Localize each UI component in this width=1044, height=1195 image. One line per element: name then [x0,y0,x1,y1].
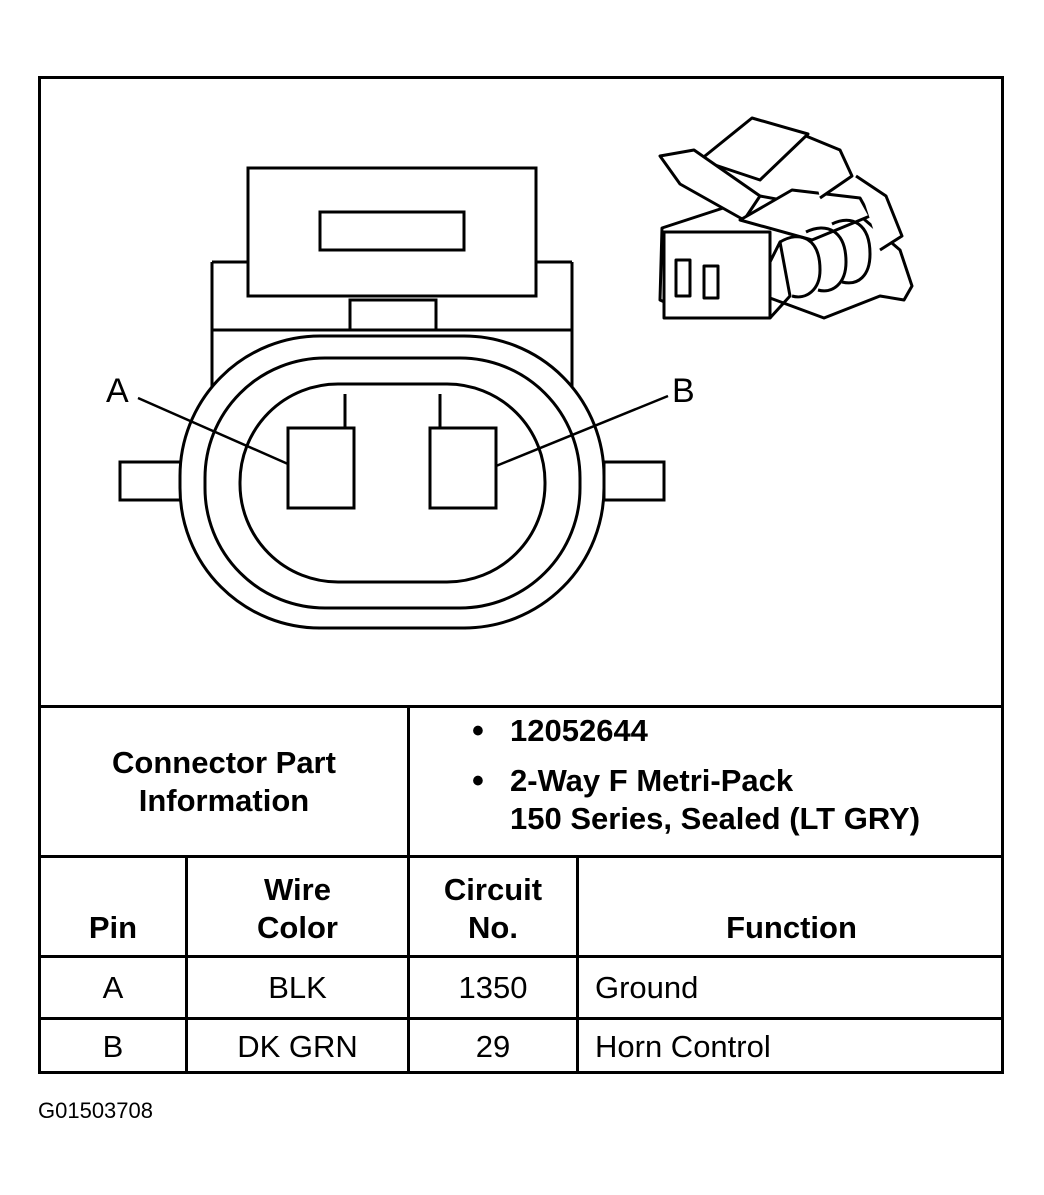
pin-b-callout: B [672,372,695,410]
terminal-a [286,426,356,510]
part-number-item: • 12052644 [468,712,648,750]
leader-b [495,394,669,468]
bullet-mark: • [472,712,484,750]
header-pin: Pin [88,910,138,945]
row-b-circuit: 29 [475,1028,511,1064]
center-tab [348,298,438,332]
description-line1: 2-Way F Metri-Pack [510,763,794,798]
bullet-mark: • [472,762,484,800]
info-bottom-rule [38,855,1004,858]
connector-diagram: A B [106,116,914,630]
pin-col-divider [185,855,188,1073]
table-top-rule [38,705,1004,708]
row-a-circuit: 1350 [458,969,528,1005]
connector-info-label-line1: Connector Part [112,744,336,780]
leader-a [137,396,289,466]
left-ear [118,460,184,502]
row-b-wire-color: DK GRN [237,1028,358,1064]
row-a-pin: A [102,969,124,1005]
row-a-wire-color: BLK [268,969,327,1005]
description-item: • 2-Way F Metri-Pack 150 Series, Sealed … [468,762,920,838]
middle-seal [203,356,582,610]
header-circuit-no: Circuit No. [443,872,543,945]
latch-housing [246,166,538,298]
header-bottom-rule [38,955,1004,958]
pin-a-callout: A [106,372,129,410]
connector-info-label: Connector Part Information [41,708,407,855]
row-b-function: Horn Control [595,1028,771,1064]
connector-info-values: • 12052644 • 2-Way F Metri-Pack 150 Seri… [410,712,1004,852]
figure-id: G01503708 [38,1098,153,1123]
inner-seal [238,382,547,584]
connector-info-label-line2: Information [138,782,310,818]
diagram-frame [38,76,1004,1074]
connector-isometric-sketch [658,116,914,320]
row-a-function: Ground [595,969,699,1005]
row-b-pin: B [102,1028,124,1064]
latch-window [318,210,466,252]
part-number: 12052644 [510,713,648,748]
header-wire-color: Wire Color [257,872,338,945]
connector-shoulders [210,260,574,400]
terminal-b [428,426,498,510]
circuit-col-divider [576,855,579,1073]
row-a-bottom-rule [38,1017,1004,1020]
description-line2: 150 Series, Sealed (LT GRY) [510,801,921,836]
info-divider [407,705,410,1073]
header-function: Function [726,910,857,945]
